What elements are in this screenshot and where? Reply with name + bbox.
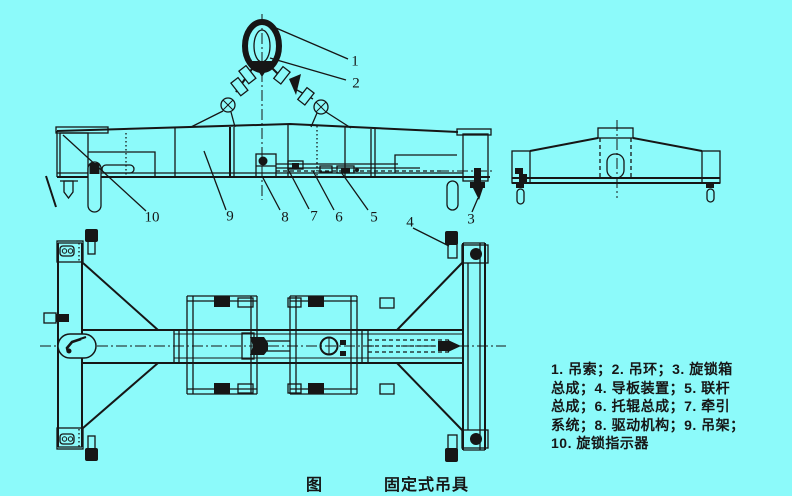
callout-2: 2 (352, 75, 360, 92)
legend-line: 总成；6. 托辊总成；7. 牵引 (551, 398, 731, 415)
twistlock-right (470, 168, 485, 200)
parts-legend: 1. 吊索；2. 吊环；3. 旋锁箱 总成；4. 导板装置；5. 联杆 总成；6… (551, 360, 787, 453)
lifting-ring (242, 19, 282, 77)
plan-indicator (57, 333, 97, 359)
drive-mechanism (255, 153, 443, 178)
end-view-right-twistlock (706, 183, 715, 203)
callout-7: 7 (310, 208, 318, 225)
twistlock-indicator (87, 161, 102, 213)
end-view-left-twistlock (515, 168, 527, 205)
side-view (45, 14, 494, 247)
figure-title: 固定式吊具 (384, 477, 470, 494)
callout-9: 9 (226, 208, 234, 225)
legend-line: 系统；8. 驱动机构；9. 吊架； (551, 416, 745, 433)
callout-10: 10 (144, 209, 160, 226)
spreader-beam (45, 122, 494, 213)
oval-hole (606, 153, 625, 179)
legend-line: 总成；4. 导板装置；5. 联杆 (551, 379, 731, 396)
callout-6: 6 (335, 209, 343, 226)
legend-line: 10. 旋锁指示器 (551, 435, 649, 452)
callout-8: 8 (281, 209, 289, 226)
plan-drive-linkage (241, 332, 461, 360)
plan-roller-frames (186, 295, 395, 395)
plan-view (40, 229, 506, 462)
leader-lines-side (62, 27, 479, 247)
figure-label: 图 (306, 477, 323, 494)
guide-plate-device (445, 231, 458, 462)
end-view (511, 120, 721, 205)
slings (190, 64, 352, 129)
plan-right-end-beam (445, 231, 489, 462)
callout-1: 1 (351, 53, 359, 70)
callout-5: 5 (370, 209, 378, 226)
legend-line: 1. 吊索；2. 吊环；3. 旋锁箱 (551, 361, 733, 377)
callout-3: 3 (467, 211, 475, 228)
left-guide-plate (45, 175, 57, 208)
callout-4: 4 (406, 214, 414, 231)
